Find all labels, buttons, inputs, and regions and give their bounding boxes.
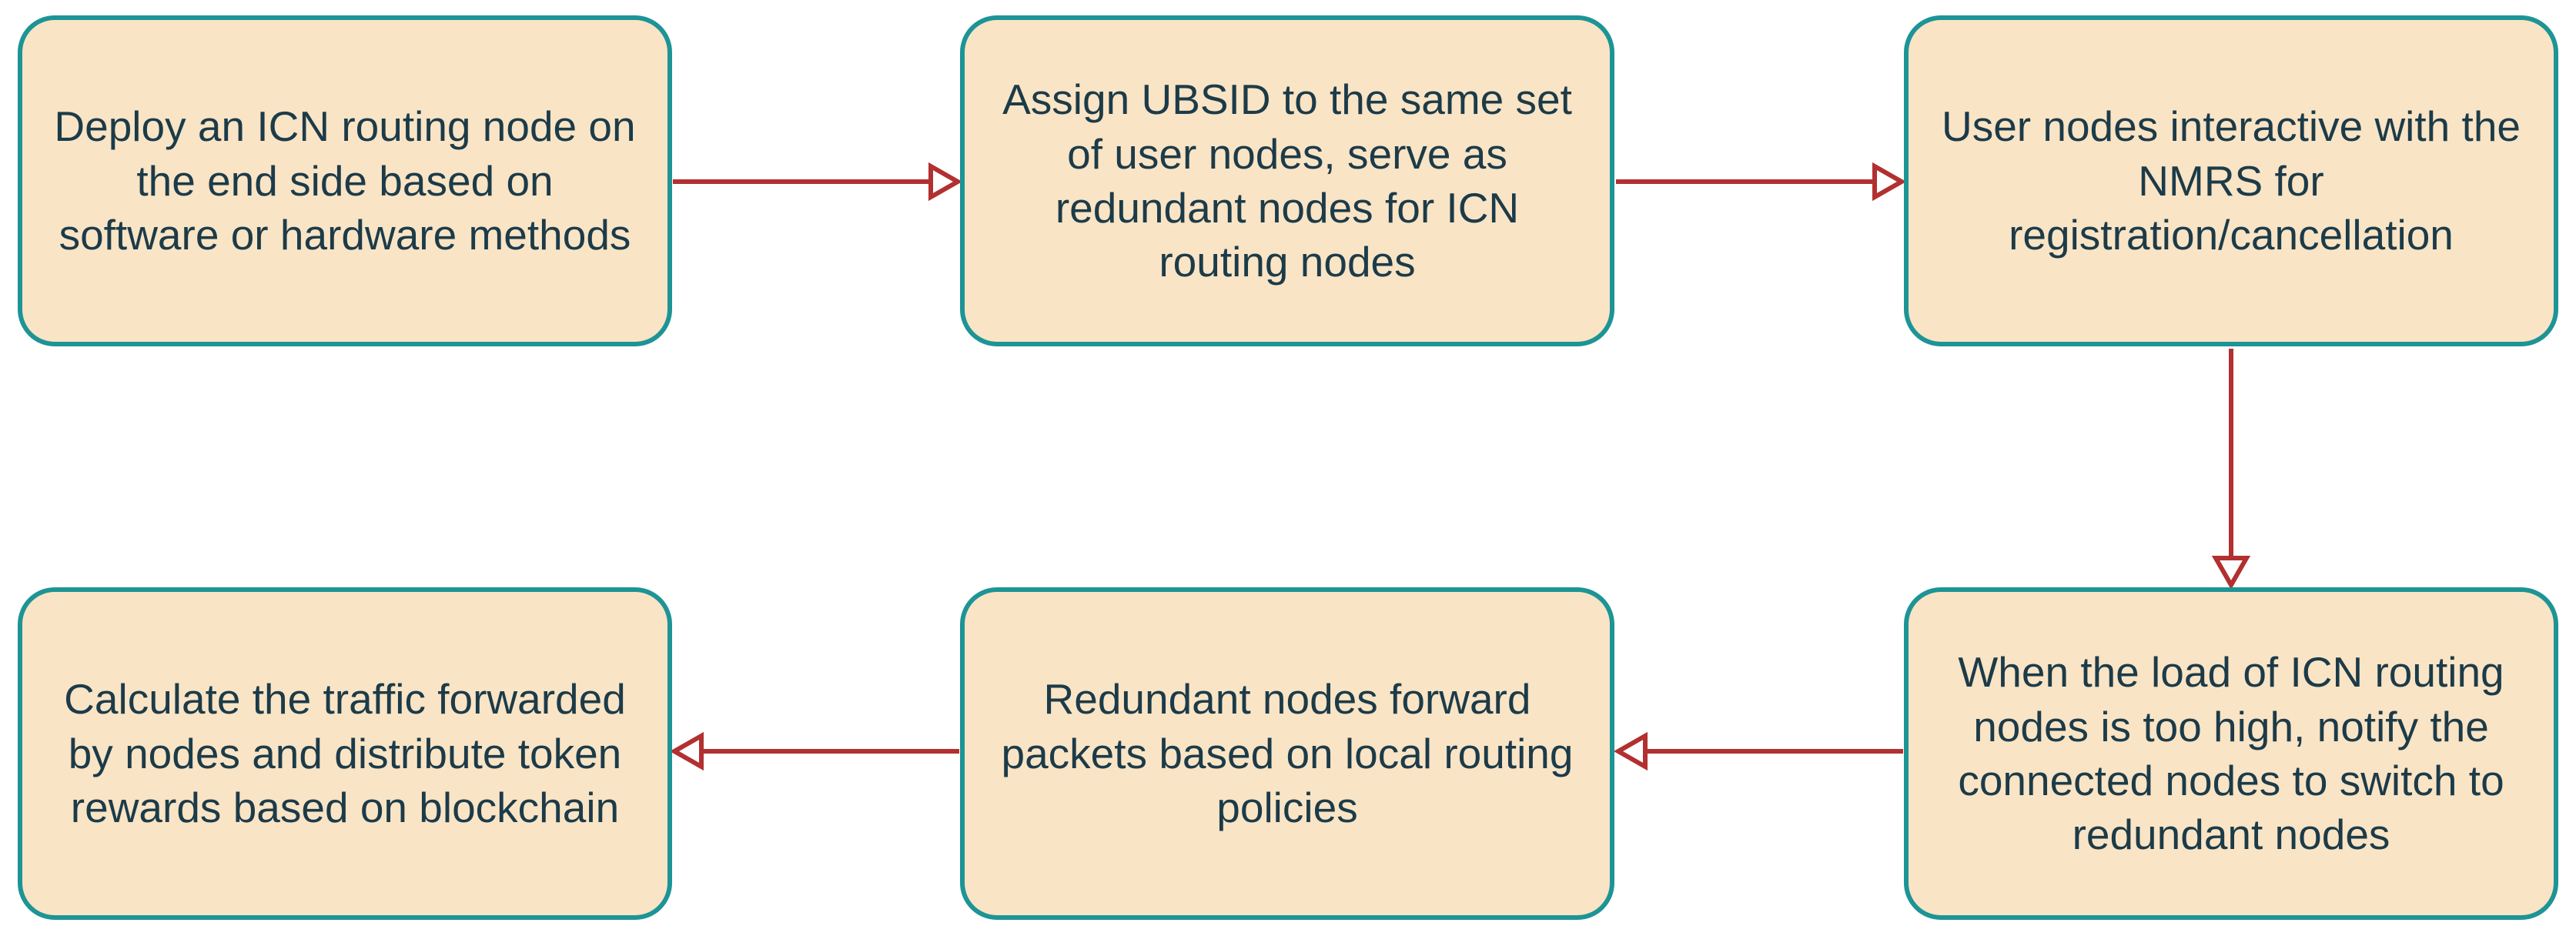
arrow-user-to-load xyxy=(2211,349,2251,590)
flow-node-user-nmrs: User nodes interactive with the NMRS for… xyxy=(1904,15,2558,346)
flow-node-redundant-forward: Redundant nodes forward packets based on… xyxy=(960,587,1614,920)
flow-node-calculate-rewards-label: Calculate the traffic forwarded by nodes… xyxy=(64,675,626,832)
flow-node-deploy-label: Deploy an ICN routing node on the end si… xyxy=(54,102,636,259)
flow-node-redundant-forward-label: Redundant nodes forward packets based on… xyxy=(1001,675,1574,832)
flow-node-load-too-high: When the load of ICN routing nodes is to… xyxy=(1904,587,2558,920)
flow-node-user-nmrs-label: User nodes interactive with the NMRS for… xyxy=(1941,102,2521,259)
arrow-redundant-to-calculate xyxy=(669,731,959,771)
flow-node-assign-ubsid-label: Assign UBSID to the same set of user nod… xyxy=(1002,75,1572,286)
arrow-assign-to-user xyxy=(1616,162,1907,202)
flow-node-load-too-high-label: When the load of ICN routing nodes is to… xyxy=(1958,648,2504,859)
flow-node-assign-ubsid: Assign UBSID to the same set of user nod… xyxy=(960,15,1614,346)
arrow-load-to-redundant xyxy=(1613,731,1903,771)
flow-node-deploy: Deploy an ICN routing node on the end si… xyxy=(18,15,672,346)
flow-node-calculate-rewards: Calculate the traffic forwarded by nodes… xyxy=(18,587,672,920)
arrow-deploy-to-assign xyxy=(673,162,963,202)
